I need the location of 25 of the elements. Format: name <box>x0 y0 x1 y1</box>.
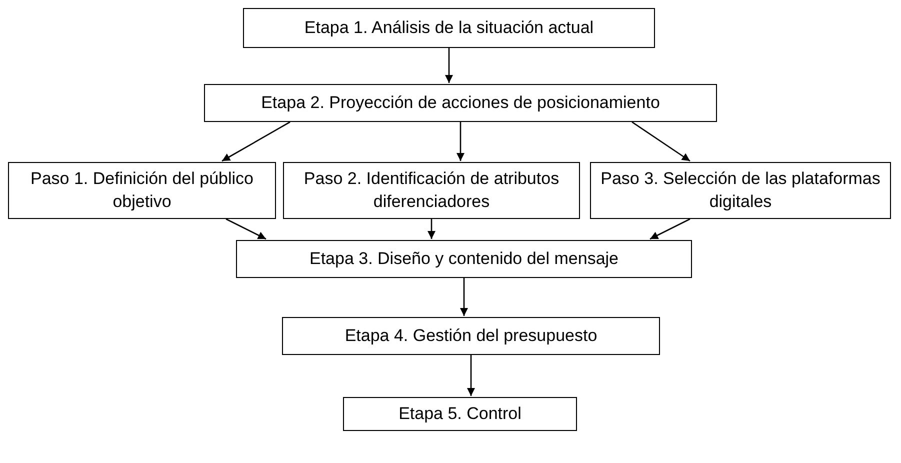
process-box <box>243 8 655 48</box>
box-label: Etapa 1. Análisis de la situación actual <box>304 16 594 39</box>
arrow <box>226 218 266 240</box>
box-label: Etapa 2. Proyección de acciones de posicionamiento <box>261 92 660 114</box>
arrow <box>428 219 436 239</box>
arrow <box>467 355 475 396</box>
arrow <box>445 48 453 83</box>
process-box <box>204 84 717 122</box>
process-box <box>283 162 580 219</box>
box-label: Paso 1. Definición del público objetivo <box>29 168 255 212</box>
box-label: Etapa 3. Diseño y contenido del mensaje <box>309 248 619 270</box>
arrow <box>460 278 468 316</box>
box-label: Etapa 5. Control <box>398 402 522 425</box>
box-label: Paso 3. Selección de las plataformas digitales <box>600 168 882 212</box>
box-label: Etapa 4. Gestión del presupuesto <box>344 324 598 347</box>
process-box <box>236 240 692 278</box>
arrow <box>456 122 464 161</box>
process-box <box>343 397 577 431</box>
box-label: Paso 2. Identificación de atributos diferenciadores <box>302 168 560 212</box>
arrow <box>222 121 290 162</box>
arrow <box>650 218 690 240</box>
arrow <box>632 121 690 162</box>
process-box <box>282 317 660 355</box>
process-box <box>8 162 276 219</box>
process-box <box>590 162 891 219</box>
